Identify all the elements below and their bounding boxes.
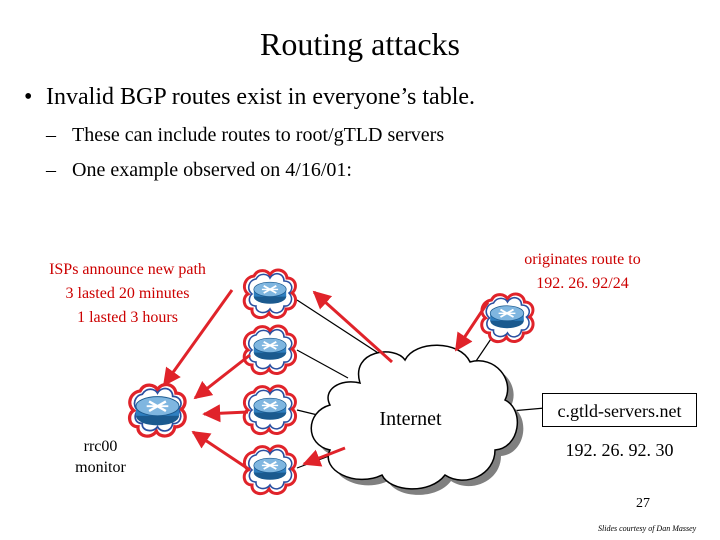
main-bullet: • Invalid BGP routes exist in everyone’s … (24, 84, 475, 111)
internet-cloud (310, 344, 524, 495)
isp-announce-line-2: 3 lasted 20 minutes (65, 285, 190, 302)
internet-label: Internet (379, 408, 442, 430)
sub-bullet-text: These can include routes to root/gTLD se… (72, 124, 445, 146)
page-number: 27 (636, 496, 650, 511)
originates-label: originates route to 192. 26. 92/24 (490, 248, 675, 296)
monitor-label-line-2: monitor (75, 459, 126, 476)
isp-cloud-2 (242, 324, 298, 376)
arrow-isp3-to-monitor (202, 404, 249, 423)
slide-credit: Slides courtesy of Dan Massey (598, 524, 697, 533)
server-ip-label: 192. 26. 92. 30 (565, 440, 674, 460)
originates-line-2: 192. 26. 92/24 (536, 275, 629, 292)
origin-cloud (480, 292, 535, 344)
isp-announce-line-1: ISPs announce new path (49, 261, 206, 278)
arrow-isp2-to-monitor (193, 353, 251, 400)
bullet-marker: • (24, 84, 33, 110)
originates-line-1: originates route to (524, 251, 641, 268)
isp-announce-line-3: 1 lasted 3 hours (77, 309, 178, 326)
monitor-cloud (130, 384, 186, 436)
isp-cloud-3 (242, 384, 298, 436)
sub-bullet-2: –One example observed on 4/16/01: (46, 159, 352, 182)
sub-bullet-marker: – (46, 159, 56, 181)
announce-arrows (162, 289, 490, 472)
slide-title: Routing attacks (260, 26, 460, 62)
main-bullet-text: Invalid BGP routes exist in everyone’s t… (46, 84, 476, 110)
isp-announce-label: ISPs announce new path 3 lasted 20 minut… (20, 258, 235, 330)
sub-bullet-text: One example observed on 4/16/01: (72, 159, 352, 181)
sub-bullet-1: –These can include routes to root/gTLD s… (46, 124, 444, 147)
isp-cloud-1 (242, 268, 298, 320)
monitor-label: rrc00 monitor (58, 436, 143, 478)
arrow-origin-to-internet (454, 301, 490, 352)
arrow-to-monitor-from-label (162, 289, 234, 387)
server-name-box: c.gtld-servers.net (542, 393, 697, 427)
arrow-internet-to-isp1 (312, 290, 394, 364)
monitor-label-line-1: rrc00 (83, 438, 118, 455)
sub-bullet-marker: – (46, 124, 56, 146)
isp-cloud-4 (242, 444, 298, 496)
arrow-internet-to-isp4 (302, 446, 346, 467)
arrow-isp4-to-monitor (191, 430, 251, 472)
